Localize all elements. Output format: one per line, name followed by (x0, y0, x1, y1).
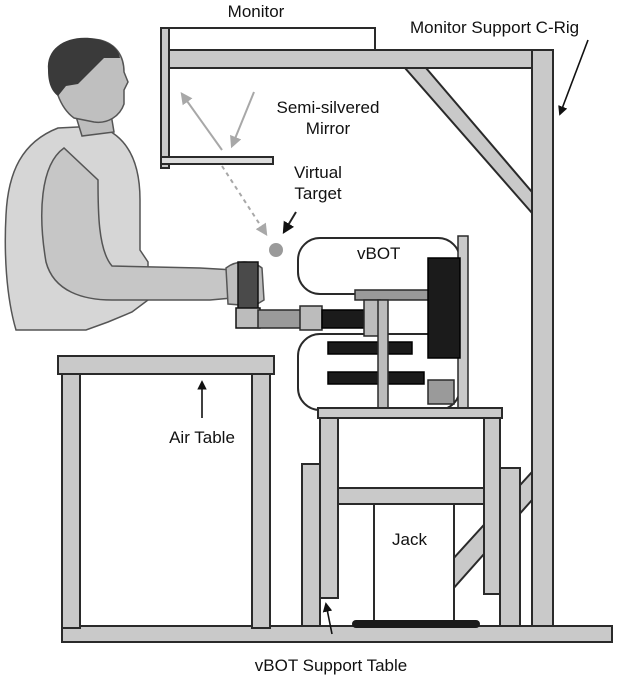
air-table-label: Air Table (169, 428, 235, 447)
vbot-center-post (377, 299, 389, 411)
vbot-support-table (301, 407, 521, 627)
virtual-target-label-line2: Target (294, 184, 342, 203)
air-table-top (57, 355, 275, 375)
vbot-elbow (299, 305, 323, 331)
hair (47, 37, 121, 96)
monitor-support-label: Monitor Support C-Rig (410, 18, 580, 37)
vbot-forearm (321, 309, 365, 329)
jack (352, 503, 480, 628)
vbot-table-crossbar (337, 487, 485, 505)
c-rig-arrow (558, 39, 589, 116)
c-rig-diagonal-brace (402, 67, 533, 216)
vbot-drive-upper (327, 341, 413, 355)
virtual-target-label-line1: Virtual (294, 163, 342, 182)
air-table (57, 355, 275, 629)
reflected-ray-arrow (180, 92, 223, 151)
vbot-handle (235, 261, 261, 329)
c-rig-vertical-post (531, 49, 554, 643)
monitor-bracket (160, 27, 170, 169)
person-figure (4, 37, 265, 331)
jack-label: Jack (392, 530, 427, 549)
virtual-target-pointer (282, 211, 297, 235)
vbot-motor-housing (427, 257, 461, 359)
monitor-label: Monitor (227, 2, 285, 21)
label-leaders (197, 39, 589, 635)
vbot-table-leg-front (319, 417, 339, 599)
vbot-link-joint (257, 309, 303, 329)
monitor (160, 27, 376, 169)
vbot-link-top (354, 289, 431, 301)
air-table-leg-left (61, 373, 81, 629)
virtual-image-ray (221, 165, 268, 237)
mirror-label-line1: Semi-silvered (276, 98, 380, 117)
light-path (180, 91, 297, 237)
vbot-table-top (317, 407, 503, 419)
vbot-label: vBOT (357, 244, 401, 263)
handle-base (235, 307, 261, 329)
vbot-table-outer-right (499, 467, 521, 627)
base-beam (61, 625, 613, 643)
vbot-table-leg-back (483, 417, 501, 595)
arm (41, 147, 235, 301)
handle-grip (237, 261, 259, 311)
c-rig-top-beam (167, 49, 554, 69)
jack-body (373, 503, 455, 623)
vbot-drive-lower (327, 371, 425, 385)
vbot-table-outer-left (301, 463, 321, 627)
vbot-gear-box (427, 379, 455, 405)
mirror-label-line2: Mirror (305, 119, 351, 138)
air-table-leg-right (251, 373, 271, 629)
incident-ray-arrow (230, 91, 255, 149)
vbot-support-arrow (322, 602, 333, 635)
virtual-target-dot (269, 243, 283, 257)
vbot-robot (257, 235, 469, 413)
vbot-support-table-label: vBOT Support Table (254, 656, 408, 675)
jack-wheels (352, 620, 480, 628)
semi-silvered-mirror (160, 156, 274, 165)
